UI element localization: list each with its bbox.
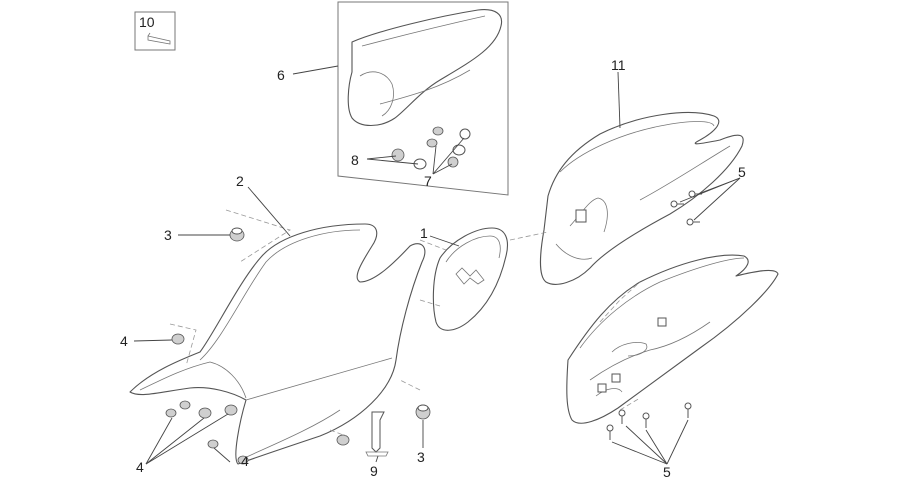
callout-9: 9 bbox=[370, 463, 378, 479]
logo-insert-part-1 bbox=[432, 227, 509, 331]
callout-4-bottom-left: 4 bbox=[136, 459, 144, 475]
seat-cover-kit-frame bbox=[337, 1, 509, 196]
callout-7: 7 bbox=[424, 173, 432, 189]
callout-5-lower: 5 bbox=[663, 464, 671, 480]
rider-seat-part-2 bbox=[129, 223, 426, 465]
callout-4-bottom-center: 4 bbox=[241, 453, 249, 469]
leader-lines bbox=[133, 65, 741, 465]
tail-fairing-part-11 bbox=[539, 112, 744, 285]
fasteners-part-4 bbox=[165, 333, 350, 465]
callout-labels: 10 6 8 7 2 3 1 11 5 4 4 4 9 3 5 bbox=[120, 14, 746, 480]
fastener-part-3-upper bbox=[229, 227, 245, 242]
seat-key-part-9 bbox=[365, 411, 389, 457]
callout-2: 2 bbox=[236, 173, 244, 189]
assembly-lines bbox=[169, 209, 641, 437]
callout-4-left: 4 bbox=[120, 333, 128, 349]
callout-5-upper: 5 bbox=[738, 164, 746, 180]
callout-6: 6 bbox=[277, 67, 285, 83]
callout-10: 10 bbox=[139, 14, 155, 30]
hex-key-box bbox=[134, 11, 176, 51]
callout-8: 8 bbox=[351, 152, 359, 168]
lower-tail-assembly bbox=[566, 254, 779, 424]
fastener-part-3-lower bbox=[415, 404, 431, 420]
callout-11: 11 bbox=[611, 57, 626, 73]
screws-part-5-lower bbox=[606, 402, 692, 440]
seat-cowl-part-6 bbox=[347, 9, 503, 127]
callout-3-lower: 3 bbox=[417, 449, 425, 465]
callout-3-upper: 3 bbox=[164, 227, 172, 243]
callout-1: 1 bbox=[420, 225, 428, 241]
